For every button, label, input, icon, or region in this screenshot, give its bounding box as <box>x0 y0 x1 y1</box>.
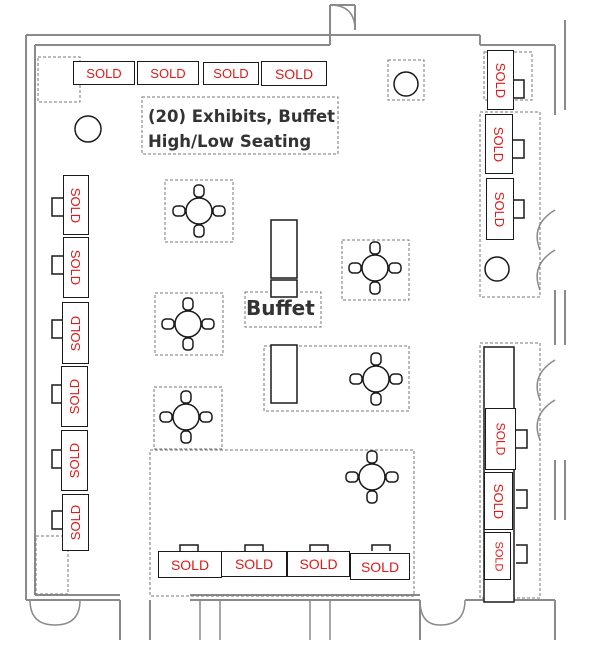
booth-left-6[interactable]: SOLD <box>62 494 89 551</box>
booth-label: SOLD <box>491 483 506 519</box>
booth-label: SOLD <box>492 541 504 571</box>
booth-label: SOLD <box>67 442 82 479</box>
booth-label: SOLD <box>274 65 314 82</box>
booth-label: SOLD <box>150 65 186 81</box>
booth-left-4[interactable]: SOLD <box>61 366 88 427</box>
round-table-icon <box>348 241 402 295</box>
booth-label: SOLD <box>213 66 249 81</box>
chair-icon <box>369 281 381 295</box>
chair-icon <box>345 471 359 483</box>
chair-icon <box>366 450 378 464</box>
round-table-icon <box>159 390 213 444</box>
chair-icon <box>180 430 192 444</box>
buffet-label: Buffet <box>246 296 315 320</box>
chair-icon <box>349 373 363 385</box>
table-top <box>362 365 390 393</box>
booth-right-4[interactable]: SOLD <box>485 408 516 470</box>
booth-bottom-2[interactable]: SOLD <box>221 551 287 577</box>
booth-label: SOLD <box>234 556 274 572</box>
round-table-icon <box>349 352 403 406</box>
chair-icon <box>201 318 215 330</box>
booth-label: SOLD <box>68 187 84 223</box>
booth-label: SOLD <box>170 556 210 573</box>
chair-icon <box>180 390 192 404</box>
booth-right-1[interactable]: SOLD <box>487 50 514 110</box>
booth-top-2[interactable]: SOLD <box>137 61 199 85</box>
booth-bottom-1[interactable]: SOLD <box>158 551 222 578</box>
booth-bottom-3[interactable]: SOLD <box>287 551 350 577</box>
booth-label: SOLD <box>68 315 83 351</box>
chair-icon <box>193 184 205 198</box>
door-icon <box>29 4 556 640</box>
chair-icon <box>172 205 186 217</box>
booth-bottom-4[interactable]: SOLD <box>350 553 410 580</box>
table-top <box>185 197 213 225</box>
booth-label: SOLD <box>491 126 507 162</box>
chair-icon <box>199 411 213 423</box>
round-table-icon <box>161 297 215 351</box>
booth-left-3[interactable]: SOLD <box>62 302 89 364</box>
booth-label: SOLD <box>299 556 338 572</box>
chair-icon <box>389 373 403 385</box>
booth-label: SOLD <box>493 62 508 98</box>
chair-icon <box>182 297 194 311</box>
booth-label: SOLD <box>67 378 82 415</box>
table-top <box>361 254 389 282</box>
booth-top-4[interactable]: SOLD <box>261 61 327 86</box>
booth-brackets <box>51 79 528 564</box>
chair-icon <box>370 392 382 406</box>
exhibits-label: (20) Exhibits, Buffet High/Low Seating <box>148 104 335 154</box>
chair-icon <box>385 471 399 483</box>
exhibits-label-line1: (20) Exhibits, Buffet <box>148 107 336 126</box>
booth-top-1[interactable]: SOLD <box>73 61 135 85</box>
chair-icon <box>348 262 362 274</box>
round-tables <box>159 184 403 504</box>
booth-label: SOLD <box>86 65 122 81</box>
booth-label: SOLD <box>68 249 84 286</box>
table-top <box>172 403 200 431</box>
chair-icon <box>161 318 175 330</box>
booth-left-1[interactable]: SOLD <box>63 175 89 235</box>
chair-icon <box>182 337 194 351</box>
table-top <box>174 310 202 338</box>
booth-right-3[interactable]: SOLD <box>486 178 514 240</box>
booth-right-2[interactable]: SOLD <box>485 114 513 174</box>
round-table-icon <box>345 450 399 504</box>
booth-left-5[interactable]: SOLD <box>61 430 88 491</box>
booth-right-6[interactable]: SOLD <box>484 532 511 580</box>
booth-label: SOLD <box>68 504 83 541</box>
chair-icon <box>366 490 378 504</box>
chair-icon <box>388 262 402 274</box>
booth-label: SOLD <box>492 191 508 227</box>
chair-icon <box>369 241 381 255</box>
booth-left-2[interactable]: SOLD <box>63 237 89 298</box>
table-top <box>358 463 386 491</box>
exhibits-label-line2: High/Low Seating <box>148 132 312 151</box>
booth-label: SOLD <box>493 422 508 456</box>
chair-icon <box>370 352 382 366</box>
round-table-icon <box>172 184 226 238</box>
chair-icon <box>193 224 205 238</box>
booth-right-5[interactable]: SOLD <box>484 472 513 530</box>
chair-icon <box>212 205 226 217</box>
booth-label: SOLD <box>360 558 400 575</box>
chair-icon <box>159 411 173 423</box>
booth-top-3[interactable]: SOLD <box>203 62 259 85</box>
